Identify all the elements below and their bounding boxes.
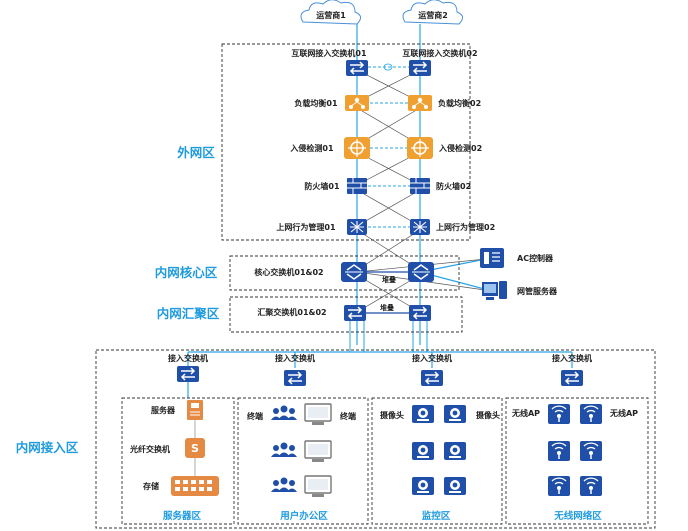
behavior-mgmt-icon bbox=[409, 218, 431, 236]
access-zone-label: 内网接入区 bbox=[16, 440, 79, 455]
ac-label: AC控制器 bbox=[517, 253, 554, 263]
nms-label: 网管服务器 bbox=[517, 286, 558, 296]
wireless-ap-icon bbox=[579, 475, 603, 497]
terminal-label-left: 终端 bbox=[246, 411, 263, 421]
terminal-icon bbox=[271, 477, 297, 492]
monitor-area-box bbox=[371, 397, 503, 525]
server-area-box bbox=[121, 397, 235, 525]
agg-switch-icon bbox=[408, 304, 432, 322]
firewall-icon bbox=[346, 177, 368, 195]
lb-2-label: 负载均衡02 bbox=[438, 98, 481, 108]
camera-icon bbox=[412, 442, 434, 460]
ids-icon bbox=[343, 136, 371, 160]
access-switch-icon bbox=[420, 369, 444, 387]
nms-server-icon bbox=[482, 281, 507, 300]
computer-icon bbox=[304, 403, 332, 426]
cross-link bbox=[356, 229, 421, 271]
storage-icon bbox=[171, 476, 219, 496]
agg-zone-box bbox=[229, 296, 463, 333]
fiber-switch-label: 光纤交换机 bbox=[129, 444, 170, 454]
fw-1-label: 防火墙01 bbox=[304, 181, 340, 191]
isp-switch-1-label: 互联网接入交换机01 bbox=[291, 48, 367, 58]
core-label: 核心交换机01&02 bbox=[254, 267, 323, 277]
fw-2-label: 防火墙02 bbox=[436, 181, 471, 191]
cloud-icon bbox=[300, 0, 361, 25]
svg-text:S: S bbox=[191, 442, 199, 455]
wireless-ap-icon bbox=[547, 475, 571, 497]
server-label: 服务器 bbox=[151, 405, 176, 415]
access-switch-label-4: 接入交换机 bbox=[552, 353, 592, 363]
outer-zone-box bbox=[221, 43, 471, 241]
core-stack-label: 堆叠 bbox=[382, 275, 396, 284]
ha-marker bbox=[383, 63, 393, 71]
access-switch-label-1: 接入交换机 bbox=[168, 353, 208, 363]
lb-1-label: 负载均衡01 bbox=[294, 98, 338, 108]
switch-icon bbox=[408, 59, 432, 77]
terminal-label-right: 终端 bbox=[339, 411, 356, 421]
isp-switch-2-label: 互联网接入交换机02 bbox=[402, 48, 477, 58]
access-switch-label-3: 接入交换机 bbox=[412, 353, 452, 363]
behavior-mgmt-icon bbox=[346, 218, 368, 236]
computer-icon bbox=[304, 440, 332, 463]
behavior-1-label: 上网行为管理01 bbox=[276, 222, 336, 232]
agg-label: 汇聚交换机01&02 bbox=[257, 307, 326, 317]
agg-switch-icon bbox=[343, 304, 367, 322]
wireless-ap-icon bbox=[547, 440, 571, 462]
core-zone-box bbox=[229, 255, 460, 291]
core-switch-icon bbox=[340, 261, 368, 283]
terminal-icon bbox=[271, 405, 297, 420]
ids-icon bbox=[406, 136, 434, 160]
wireless-ap-icon bbox=[547, 403, 571, 425]
camera-icon bbox=[444, 405, 466, 423]
isp-1-label: 运营商1 bbox=[316, 10, 346, 20]
camera-label-left: 摄像头 bbox=[380, 410, 404, 420]
ap-label-right: 无线AP bbox=[609, 408, 638, 418]
wireless-ap-icon bbox=[579, 403, 603, 425]
terminal-icon bbox=[271, 442, 297, 457]
cloud-icon bbox=[402, 0, 463, 25]
agg-stack-label: 堆叠 bbox=[380, 303, 394, 312]
load-balancer-icon bbox=[344, 94, 370, 112]
monitor-area-caption: 监控区 bbox=[422, 510, 451, 522]
fiber-switch-icon: S bbox=[185, 438, 205, 458]
office-area-box bbox=[237, 397, 369, 525]
server-area-caption: 服务器区 bbox=[163, 510, 202, 522]
outer-zone-label: 外网区 bbox=[176, 145, 215, 160]
ap-label-left: 无线AP bbox=[511, 408, 540, 418]
access-switch-icon bbox=[560, 369, 584, 387]
core-switch-icon bbox=[407, 261, 435, 283]
camera-icon bbox=[444, 477, 466, 495]
access-switch-label-2: 接入交换机 bbox=[275, 353, 315, 363]
load-balancer-icon bbox=[407, 94, 433, 112]
access-switch-icon bbox=[176, 365, 200, 383]
wireless-area-caption: 无线网络区 bbox=[553, 510, 602, 522]
firewall-icon bbox=[409, 177, 431, 195]
camera-icon bbox=[412, 477, 434, 495]
ac-controller-icon bbox=[479, 247, 505, 269]
behavior-2-label: 上网行为管理02 bbox=[436, 222, 495, 232]
access-switch-icon bbox=[283, 369, 307, 387]
ha-links bbox=[368, 66, 410, 228]
storage-label: 存储 bbox=[142, 481, 159, 491]
server-icon bbox=[187, 400, 203, 420]
isp-2-label: 运营商2 bbox=[418, 10, 448, 20]
links bbox=[187, 24, 573, 398]
access-zone-box bbox=[95, 349, 656, 529]
core-zone-label: 内网核心区 bbox=[155, 265, 218, 280]
switch-icon bbox=[345, 59, 369, 77]
office-area-caption: 用户办公区 bbox=[279, 510, 328, 522]
cross-link bbox=[356, 189, 421, 227]
camera-icon bbox=[444, 442, 466, 460]
agg-zone-label: 内网汇聚区 bbox=[157, 306, 220, 321]
camera-label-right: 摄像头 bbox=[476, 410, 500, 420]
computer-icon bbox=[304, 475, 332, 498]
wireless-ap-icon bbox=[579, 440, 603, 462]
camera-icon bbox=[412, 405, 434, 423]
ips-1-label: 入侵检测01 bbox=[289, 143, 334, 153]
agg-to-access bbox=[349, 320, 428, 352]
ips-2-label: 入侵检测02 bbox=[438, 143, 482, 153]
wireless-area-box bbox=[505, 397, 649, 525]
